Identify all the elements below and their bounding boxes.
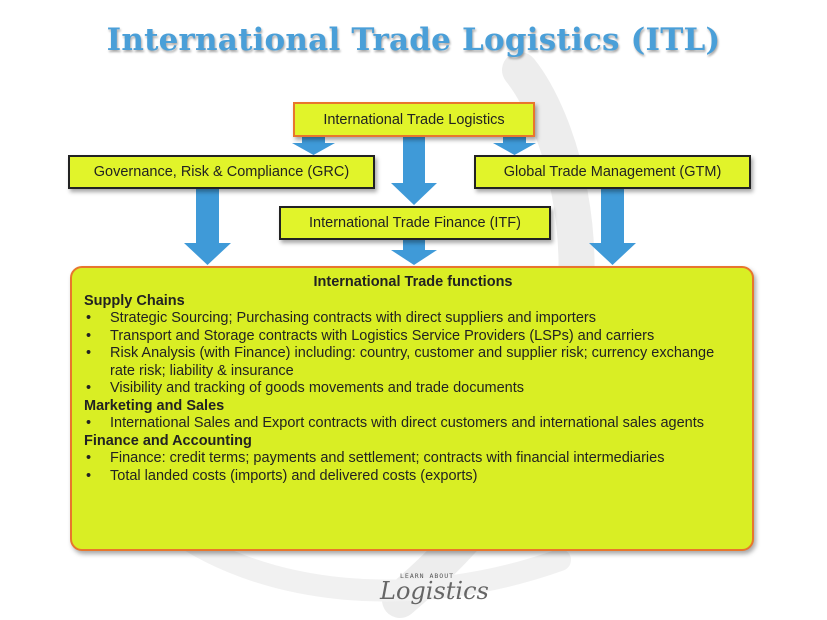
section-heading-marketing-sales: Marketing and Sales (84, 397, 225, 414)
list-item: Total landed costs (imports) and deliver… (84, 468, 742, 486)
logo-wordmark: Logistics (380, 577, 489, 605)
arrow-grc-to-main (184, 189, 231, 265)
list-item: Transport and Storage contracts with Log… (84, 328, 742, 346)
arrow-top-to-gtm (493, 137, 536, 155)
marketing-sales-list: International Sales and Export contracts… (84, 415, 742, 433)
list-item: Finance: credit terms; payments and sett… (84, 450, 742, 468)
box-itf: International Trade Finance (ITF) (279, 206, 551, 240)
box-grc: Governance, Risk & Compliance (GRC) (68, 155, 375, 189)
list-item: Strategic Sourcing; Purchasing contracts… (84, 310, 742, 328)
box-international-trade-logistics: International Trade Logistics (293, 102, 535, 137)
list-item: Risk Analysis (with Finance) including: … (84, 345, 742, 380)
trade-functions-title: International Trade functions (313, 274, 513, 290)
arrow-itf-to-main (391, 240, 437, 265)
arrow-top-to-itf (391, 137, 437, 205)
finance-accounting-list: Finance: credit terms; payments and sett… (84, 450, 742, 485)
box-gtm: Global Trade Management (GTM) (474, 155, 751, 189)
list-item: Visibility and tracking of goods movemen… (84, 380, 742, 398)
arrow-top-to-grc (292, 137, 335, 155)
list-item: International Sales and Export contracts… (84, 415, 742, 433)
learn-about-logistics-logo: LEARN ABOUT Logistics (380, 572, 489, 614)
logo-tagline: LEARN ABOUT (400, 572, 455, 580)
page-title: International Trade Logistics (ITL) (106, 22, 721, 58)
arrow-gtm-to-main (589, 189, 636, 265)
section-heading-supply-chains: Supply Chains (84, 292, 185, 309)
supply-chains-list: Strategic Sourcing; Purchasing contracts… (84, 310, 742, 398)
section-heading-finance-accounting: Finance and Accounting (84, 432, 252, 449)
trade-functions-box: International Trade functions Supply Cha… (70, 266, 754, 551)
